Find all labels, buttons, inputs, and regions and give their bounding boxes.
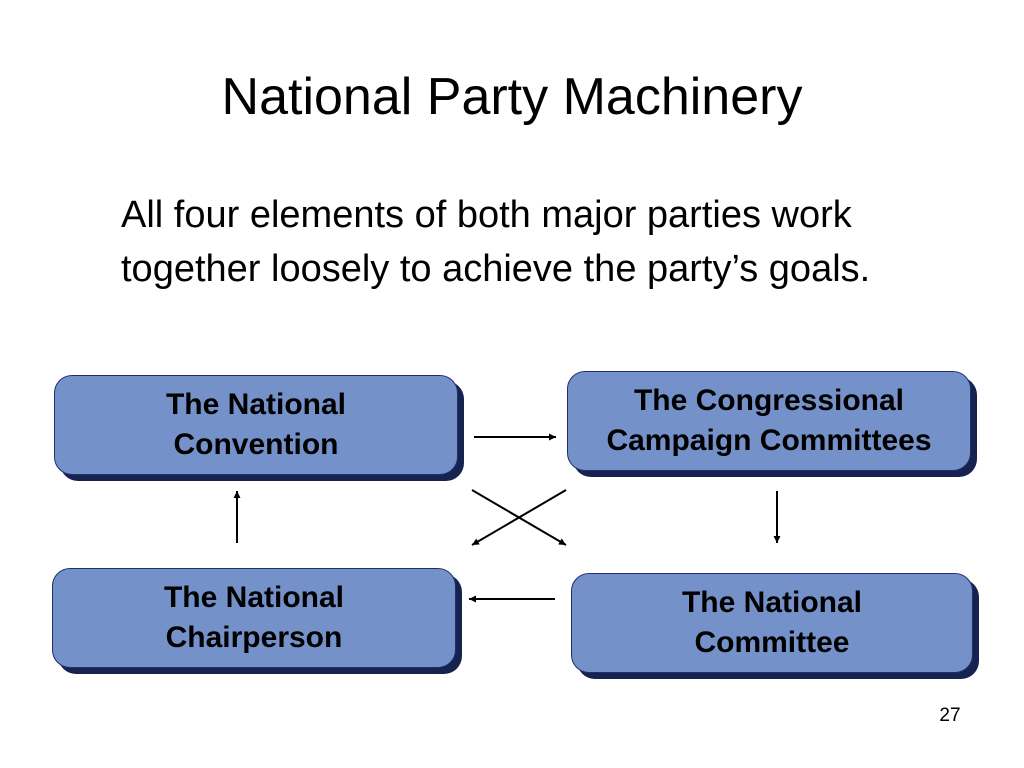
national-committee-box: The National Committee: [571, 573, 973, 673]
slide-title: National Party Machinery: [221, 68, 803, 126]
national-committee-line1: The National: [681, 586, 862, 619]
congressional-campaign-committees-line2: Campaign Committees: [606, 424, 932, 457]
slide-number: 27: [939, 705, 961, 726]
congressional-campaign-committees-box: The Congressional Campaign Committees: [567, 371, 971, 471]
national-chairperson-box: The National Chairperson: [52, 568, 456, 668]
national-committee-line2: Committee: [694, 626, 850, 659]
national-convention-box: The National Convention: [54, 375, 458, 475]
arrow-convention-to-committee: [471, 489, 567, 546]
national-convention-line1: The National: [165, 388, 346, 421]
body-text: All four elements of both major parties …: [121, 194, 871, 290]
congressional-campaign-committees-line1: The Congressional: [633, 384, 905, 417]
national-chairperson-line1: The National: [163, 581, 344, 614]
national-convention-line2: Convention: [173, 428, 339, 461]
national-chairperson-line2: Chairperson: [165, 621, 343, 654]
